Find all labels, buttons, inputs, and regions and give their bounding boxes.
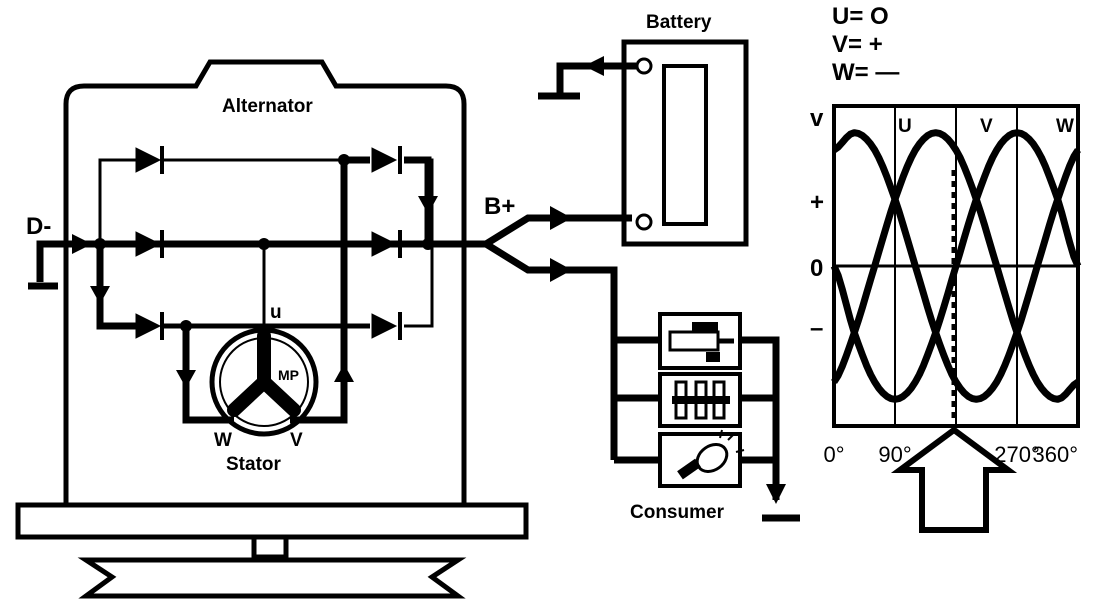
lamp-icon [658,429,745,488]
alternator-label: Alternator [222,96,313,117]
mp-label: MP [278,367,299,383]
series-line-u [831,129,1081,403]
junction-dots [94,154,434,332]
diode [371,146,402,174]
legend-w: W= — [832,59,899,86]
diode [135,230,164,258]
output-arrows [550,206,786,504]
phase-w-label: W [214,430,232,451]
curve-u-label: U [898,116,912,137]
d-minus-label: D- [26,213,51,240]
series-line-w [830,129,1082,403]
stator-label: Stator [226,454,282,475]
alternator-housing [15,59,529,599]
pulley [77,557,467,599]
stator [209,327,319,437]
diode [135,312,164,340]
curve-v-label: V [980,116,993,137]
diode [371,312,402,340]
b-plus-label: B+ [484,193,515,220]
legend-v: V= + [832,31,883,58]
consumers [658,312,745,488]
chart-y-label: v [810,105,824,132]
curve-w-label: W [1056,116,1074,137]
three-phase-chart [830,104,1082,428]
phase-v-label: V [290,430,303,451]
chart-plus-label: + [810,189,824,216]
phase-u-label: u [270,302,282,323]
x-tick-label: 0° [823,442,844,467]
diode [135,146,164,174]
starter-motor-icon [658,312,742,370]
rectifier-wiring [28,156,440,424]
flow-arrows [72,196,438,388]
ignition-coils-icon [658,372,742,428]
battery-label: Battery [646,12,712,33]
output-wiring [440,214,800,522]
diodes [135,146,402,340]
chart-minus-label: – [810,315,823,342]
diode [371,230,402,258]
consumer-label: Consumer [630,502,725,523]
position-arrow-icon [890,426,1018,533]
x-tick-label: 360° [1032,442,1078,467]
phase-legend: U= O V= + W= — [832,3,899,86]
legend-u: U= O [832,3,889,30]
chart-zero-label: 0 [810,255,823,282]
battery [538,39,749,247]
